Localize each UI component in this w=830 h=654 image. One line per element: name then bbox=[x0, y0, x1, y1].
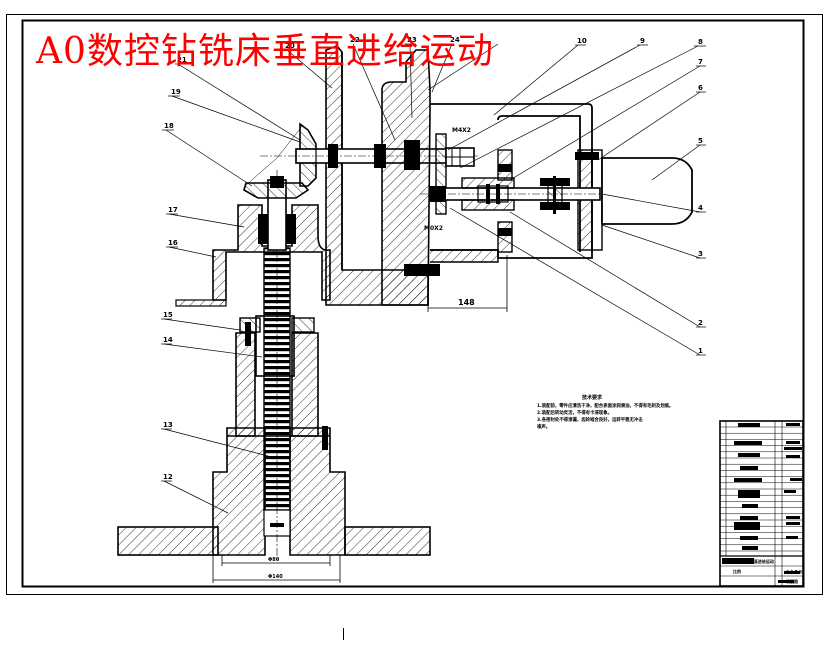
title-block-entries bbox=[722, 423, 802, 583]
title-block-school-label: 装配图 bbox=[785, 578, 798, 584]
thread-callout-lower: M0X2 bbox=[424, 225, 443, 232]
title-block-entry bbox=[786, 423, 800, 426]
technical-notes-heading: 技术要求 bbox=[582, 394, 603, 401]
bevel-gear-section bbox=[175, 122, 331, 307]
title-block-entry bbox=[742, 504, 758, 508]
title-block-entry bbox=[790, 478, 802, 481]
balloon-17: 17 bbox=[168, 206, 178, 214]
column-base-section bbox=[117, 170, 431, 560]
title-block-entry bbox=[740, 466, 758, 470]
balloon-10: 10 bbox=[577, 37, 587, 45]
title-block-entry bbox=[786, 536, 798, 539]
dimension-148: 148 bbox=[458, 298, 475, 307]
title-block-entry bbox=[784, 447, 802, 450]
title-block-entry bbox=[738, 453, 760, 457]
title-block-entry bbox=[734, 441, 762, 445]
title-block-entry bbox=[784, 490, 796, 493]
balloon-8: 8 bbox=[698, 38, 703, 46]
balloon-14: 14 bbox=[163, 336, 173, 344]
balloon-6: 6 bbox=[698, 84, 703, 92]
technical-note-2: 2.装配后转动灵活，不得有卡滞现象。 bbox=[537, 409, 612, 416]
dimension-inner-width: Φ80 bbox=[268, 557, 280, 563]
balloon-15: 15 bbox=[163, 311, 173, 319]
title-block-entry bbox=[778, 580, 794, 583]
title-block-entry bbox=[734, 478, 762, 482]
title-block-scale-label: 比例 bbox=[733, 568, 741, 574]
title-block-entry bbox=[742, 546, 758, 550]
balloon-16: 16 bbox=[168, 239, 178, 247]
title-block-entry bbox=[786, 455, 800, 458]
title-block-entry bbox=[738, 490, 760, 498]
balloon-7: 7 bbox=[698, 58, 703, 66]
title-block-entry bbox=[738, 423, 760, 427]
balloon-24: 24 bbox=[450, 36, 460, 44]
balloon-23: 23 bbox=[407, 36, 417, 44]
title-block-entry bbox=[786, 522, 800, 525]
technical-note-4: 噪声。 bbox=[537, 423, 550, 430]
title-block-entry bbox=[722, 558, 754, 564]
balloon-3: 3 bbox=[698, 250, 703, 258]
technical-note-3: 3.各密封处不得渗漏，齿轮啮合良好，运转平稳无冲击 bbox=[537, 416, 643, 423]
part-leaders bbox=[161, 43, 706, 514]
balloon-12: 12 bbox=[163, 473, 173, 481]
balloon-18: 18 bbox=[164, 122, 174, 130]
title-block-entry bbox=[740, 516, 758, 520]
balloon-5: 5 bbox=[698, 137, 703, 145]
gearbox-section bbox=[420, 103, 693, 263]
frame-plate-section bbox=[260, 45, 480, 306]
dimensions bbox=[212, 255, 508, 583]
title-block-entry bbox=[740, 536, 758, 540]
balloon-19: 19 bbox=[171, 88, 181, 96]
text-cursor bbox=[343, 628, 344, 640]
part-balloon-labels: 20 21 22 23 24 10 9 8 7 6 5 4 3 2 1 19 1… bbox=[163, 36, 703, 481]
title-block-entry bbox=[734, 522, 760, 530]
balloon-22: 22 bbox=[350, 36, 360, 44]
balloon-20: 20 bbox=[285, 42, 295, 50]
balloon-1: 1 bbox=[698, 347, 703, 355]
title-block-entry bbox=[784, 571, 800, 574]
title-block-drawing-name: A0数控钻铣床垂直进给运动 bbox=[724, 558, 774, 564]
thread-callout-upper: M4X2 bbox=[452, 127, 471, 134]
technical-notes: 技术要求 1.装配前，零件应清洗干净，配合表面涂润滑油，不得有毛刺及划痕。 2.… bbox=[537, 394, 673, 430]
title-block-entry bbox=[786, 516, 800, 519]
balloon-2: 2 bbox=[698, 319, 703, 327]
balloon-21: 21 bbox=[177, 56, 187, 64]
balloon-9: 9 bbox=[640, 37, 645, 45]
title-block-sheet-label: 共 张 第 张 bbox=[786, 569, 803, 574]
title-block bbox=[719, 420, 804, 587]
drawing-title: A0数控钻铣床垂直进给运动 bbox=[36, 31, 494, 72]
balloon-4: 4 bbox=[698, 204, 703, 212]
balloon-13: 13 bbox=[163, 421, 173, 429]
inner-border bbox=[21, 19, 805, 588]
title-block-entry bbox=[786, 441, 800, 444]
outer-border bbox=[6, 14, 823, 595]
dimension-outer-width: Φ140 bbox=[268, 574, 283, 580]
technical-note-1: 1.装配前，零件应清洗干净，配合表面涂润滑油，不得有毛刺及划痕。 bbox=[537, 402, 673, 409]
